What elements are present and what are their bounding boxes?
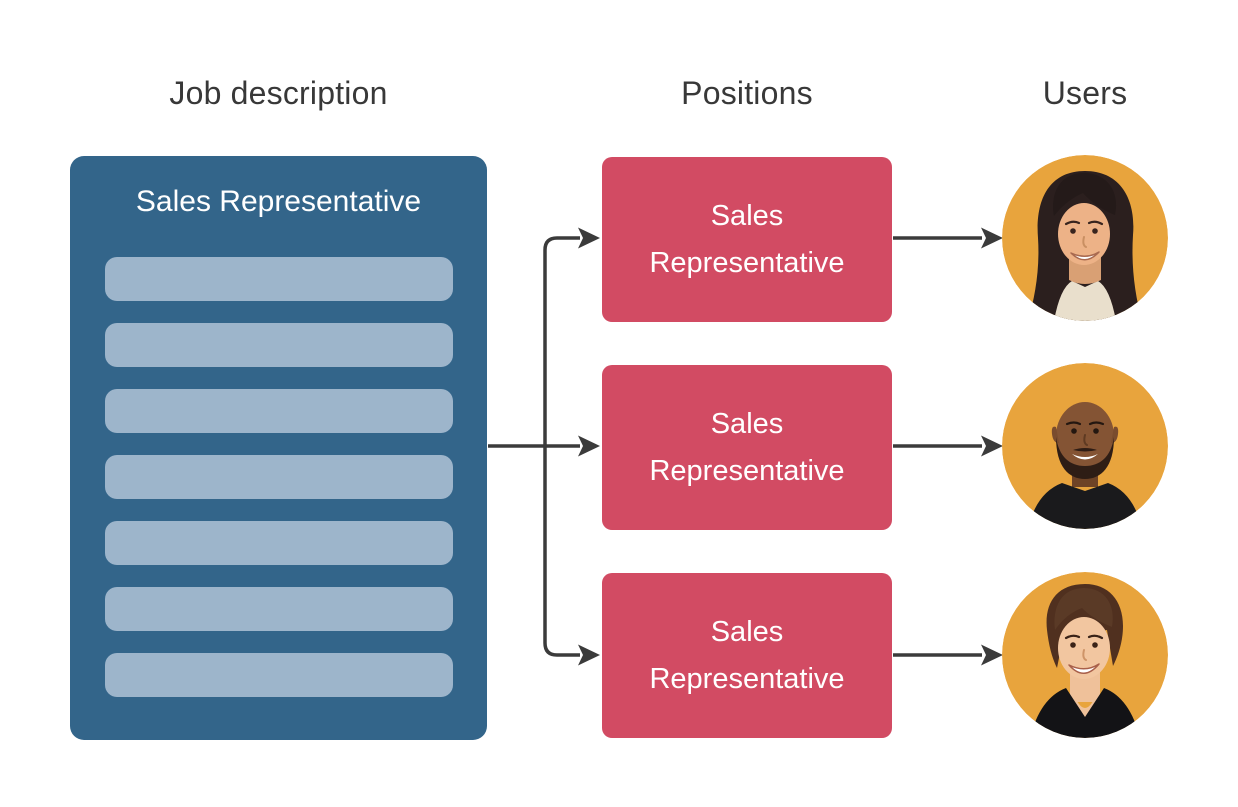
user-avatar-1: [1002, 155, 1168, 321]
placeholder-text-line: [105, 455, 453, 499]
user-avatar-2: [1002, 363, 1168, 529]
user-avatar-3: [1002, 572, 1168, 738]
column-header-job-description: Job description: [169, 75, 388, 111]
placeholder-text-line: [105, 521, 453, 565]
job-card-placeholder-lines: [105, 257, 453, 697]
job-card-title: Sales Representative: [135, 185, 422, 218]
placeholder-text-line: [105, 653, 453, 697]
column-header-positions: Positions: [681, 75, 813, 111]
arrowhead-icon: [981, 227, 1003, 249]
job-description-card: Sales Representative: [70, 156, 487, 740]
position-box-1: Sales Representative: [602, 157, 892, 322]
arrowhead-icon: [578, 227, 600, 249]
position-box-label: Sales Representative: [649, 199, 845, 279]
placeholder-text-line: [105, 389, 453, 433]
position-box-3: Sales Representative: [602, 573, 892, 738]
edge-card-to-position-1: [543, 236, 580, 446]
avatar-man-bald-beard-icon: [1002, 363, 1168, 529]
placeholder-text-line: [105, 587, 453, 631]
avatar-woman-updo-hair-icon: [1002, 572, 1168, 738]
arrowhead-icon: [981, 644, 1003, 666]
placeholder-text-line: [105, 257, 453, 301]
avatar-woman-long-dark-hair-icon: [1002, 155, 1168, 321]
edge-card-to-position-3: [543, 446, 580, 657]
arrowhead-icon: [578, 644, 600, 666]
arrowhead-icon: [981, 435, 1003, 457]
arrowhead-icon: [578, 435, 600, 457]
position-box-label: Sales Representative: [649, 407, 845, 487]
column-header-users: Users: [1042, 75, 1128, 111]
position-box-label: Sales Representative: [649, 615, 845, 695]
position-box-2: Sales Representative: [602, 365, 892, 530]
placeholder-text-line: [105, 323, 453, 367]
